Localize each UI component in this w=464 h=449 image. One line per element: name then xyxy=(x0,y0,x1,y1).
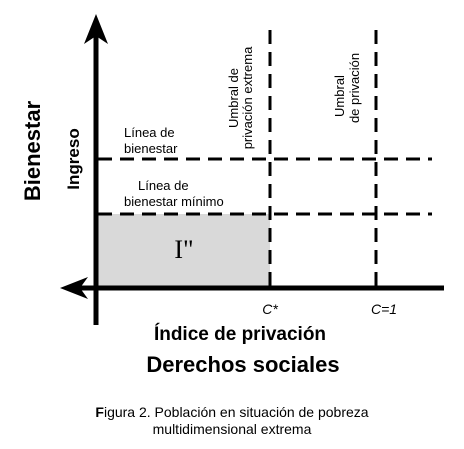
extreme-threshold-label-1: Umbral de xyxy=(226,68,241,128)
y-axis-inner-label: Ingreso xyxy=(64,128,83,189)
caption-initial: F xyxy=(95,404,104,420)
x-axis-inner-label: Índice de privación xyxy=(154,323,326,345)
y-axis-outer-label: Bienestar xyxy=(20,100,45,201)
threshold-label-1: Umbral xyxy=(332,75,347,117)
y-axis-arrowhead xyxy=(84,14,108,44)
x-axis-arrowhead xyxy=(60,277,88,299)
minimum-welfare-line-label-2: bienestar mínimo xyxy=(124,194,224,209)
extreme-poverty-region xyxy=(98,214,270,288)
poverty-diagram: Bienestar Ingreso Índice de privación De… xyxy=(20,14,444,377)
caption-line-1: Figura 2. Población en situación de pobr… xyxy=(0,404,464,421)
region-label: I" xyxy=(174,235,193,264)
x-axis-outer-label: Derechos sociales xyxy=(146,352,339,377)
welfare-line-label-2: bienestar xyxy=(124,141,178,156)
caption-line-2: multidimensional extrema xyxy=(152,421,312,437)
welfare-line-label-1: Línea de xyxy=(124,125,175,140)
extreme-threshold-label-2: privación extrema xyxy=(240,46,255,149)
minimum-welfare-line-label-1: Línea de xyxy=(138,178,189,193)
figure-caption: Figura 2. Población en situación de pobr… xyxy=(0,404,464,438)
tick-c-one: C=1 xyxy=(371,301,397,317)
tick-c-star: C* xyxy=(262,301,278,317)
caption-line-1-text: igura 2. Población en situación de pobre… xyxy=(103,404,369,420)
threshold-label-2: de privación xyxy=(347,53,362,123)
